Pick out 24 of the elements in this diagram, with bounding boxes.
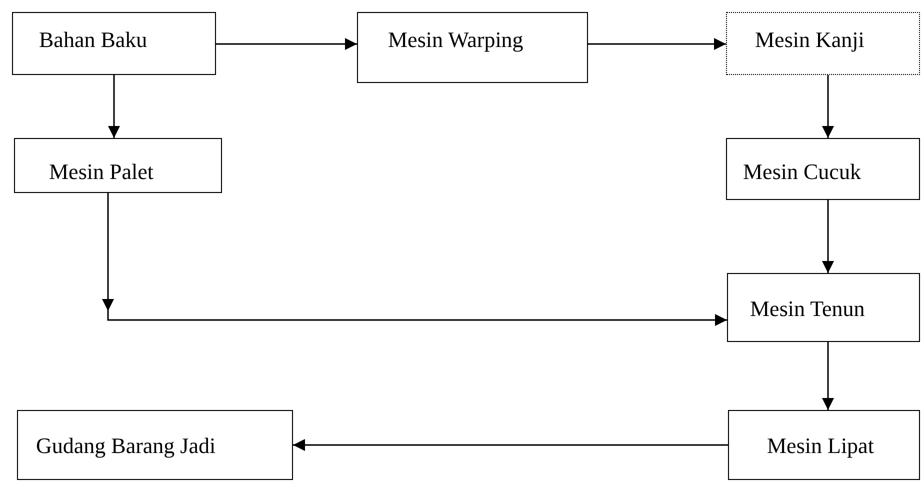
- arrow: [588, 38, 726, 50]
- arrow: [216, 38, 357, 50]
- process-box: [17, 410, 293, 480]
- box-label: Mesin Cucuk: [743, 159, 862, 185]
- arrow: [102, 193, 727, 326]
- arrow: [822, 200, 834, 273]
- process-box: [726, 12, 920, 75]
- process-box: [727, 273, 920, 342]
- box-label: Mesin Warping: [388, 27, 524, 53]
- process-box: [728, 410, 920, 480]
- box-label: Bahan Baku: [39, 27, 148, 53]
- process-box: [12, 12, 216, 75]
- process-box: [726, 138, 920, 200]
- box-label: Mesin Palet: [49, 159, 154, 185]
- arrow: [822, 75, 834, 138]
- process-box: [14, 138, 222, 193]
- box-label: Mesin Lipat: [767, 433, 875, 459]
- process-box: [357, 12, 588, 83]
- box-label: Mesin Kanji: [755, 27, 866, 53]
- box-label: Gudang Barang Jadi: [36, 433, 217, 459]
- arrow: [108, 75, 120, 138]
- arrow: [822, 342, 834, 410]
- arrow: [293, 439, 728, 451]
- box-label: Mesin Tenun: [750, 296, 866, 322]
